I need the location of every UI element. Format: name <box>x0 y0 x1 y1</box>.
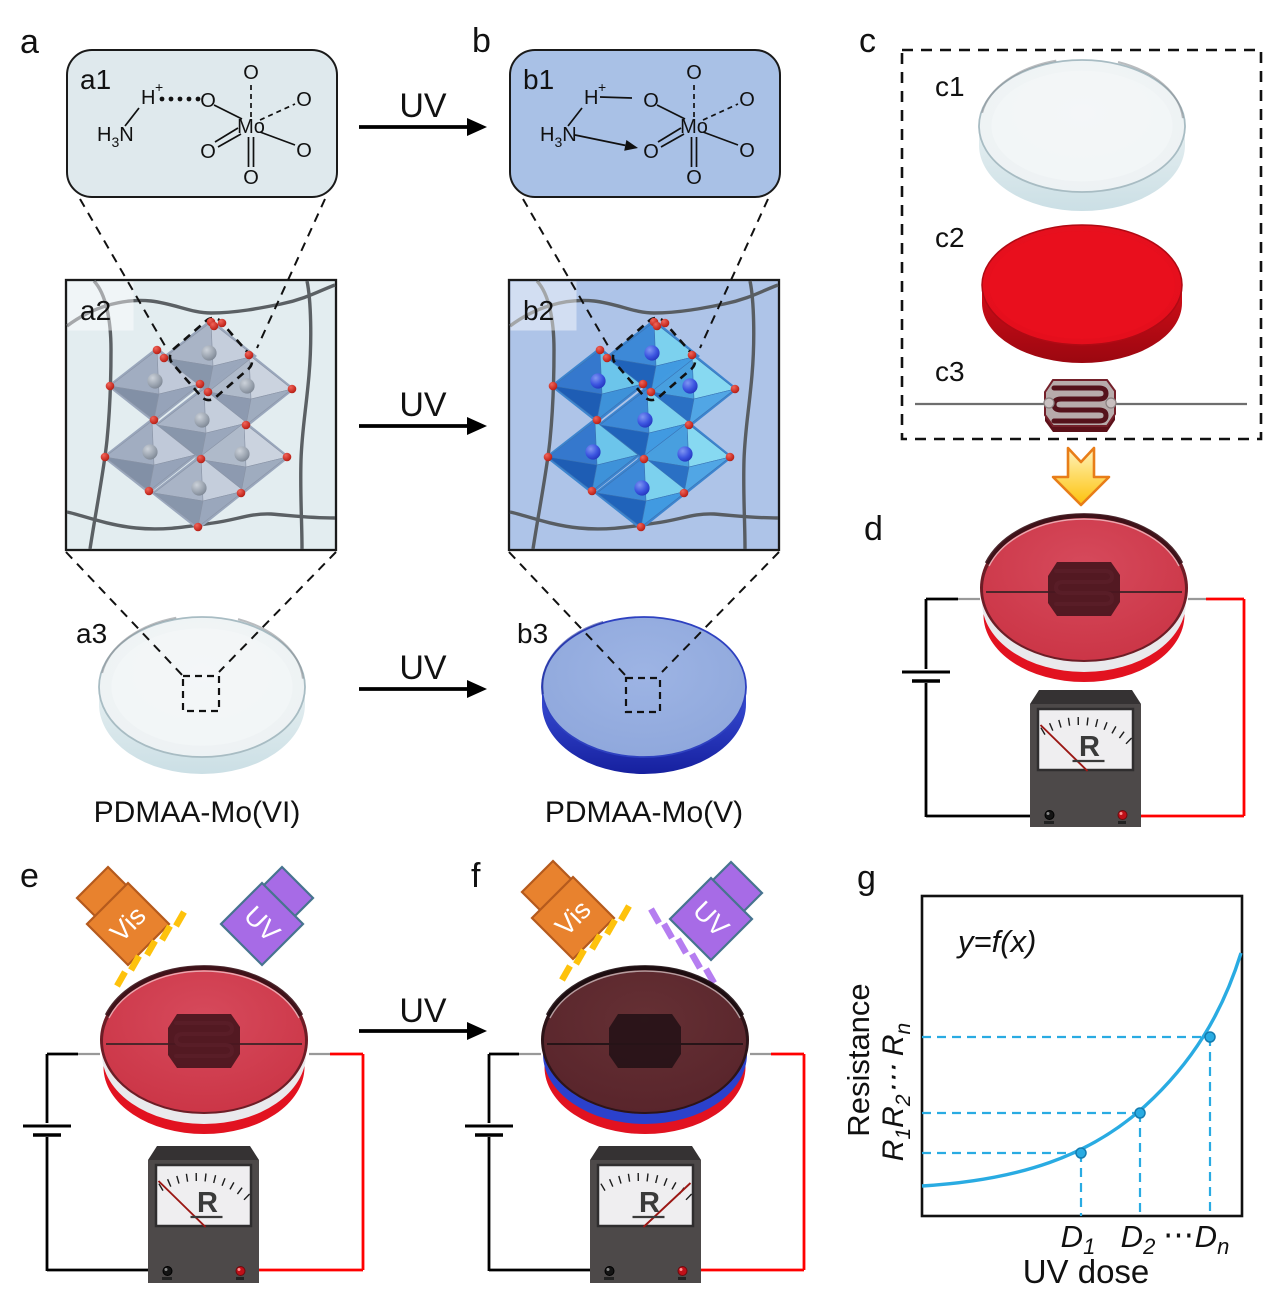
svg-text:R1R2⋯ Rn: R1R2⋯ Rn <box>877 1023 915 1161</box>
svg-text:H: H <box>141 87 155 109</box>
svg-text:O: O <box>200 141 216 163</box>
svg-text:Dn: Dn <box>1195 1219 1230 1259</box>
svg-text:a: a <box>20 23 39 61</box>
svg-text:e: e <box>20 857 39 895</box>
svg-text:PDMAA-Mo(VI): PDMAA-Mo(VI) <box>94 796 301 829</box>
svg-text:c: c <box>859 22 876 60</box>
svg-text:O: O <box>643 90 659 112</box>
svg-text:a1: a1 <box>80 64 111 95</box>
svg-text:UV: UV <box>399 992 447 1030</box>
svg-text:UV: UV <box>399 649 447 687</box>
svg-text:c1: c1 <box>935 71 965 102</box>
svg-text:b2: b2 <box>523 295 554 326</box>
svg-text:c2: c2 <box>935 222 965 253</box>
svg-text:PDMAA-Mo(V): PDMAA-Mo(V) <box>545 796 743 829</box>
svg-text:R: R <box>1079 731 1100 763</box>
svg-text:⋯: ⋯ <box>1163 1217 1194 1252</box>
svg-text:H: H <box>584 87 598 109</box>
svg-text:UV dose: UV dose <box>1023 1253 1150 1290</box>
svg-text:O: O <box>243 167 259 189</box>
svg-text:+: + <box>155 79 163 95</box>
svg-text:O: O <box>243 62 259 84</box>
svg-text:O: O <box>643 141 659 163</box>
svg-text:O: O <box>739 140 755 162</box>
svg-text:+: + <box>598 79 606 95</box>
svg-text:O: O <box>739 89 755 111</box>
svg-text:O: O <box>200 90 216 112</box>
svg-text:d: d <box>864 510 883 548</box>
svg-text:b1: b1 <box>523 64 554 95</box>
svg-text:b: b <box>472 22 491 60</box>
svg-text:f: f <box>471 857 481 895</box>
svg-text:O: O <box>686 62 702 84</box>
svg-text:R: R <box>197 1187 218 1219</box>
svg-text:R: R <box>639 1187 660 1219</box>
svg-text:Resistance: Resistance <box>841 983 876 1136</box>
svg-text:O: O <box>296 140 312 162</box>
svg-text:a2: a2 <box>80 295 111 326</box>
svg-text:c3: c3 <box>935 356 965 387</box>
svg-text:b3: b3 <box>517 618 548 649</box>
svg-text:g: g <box>857 859 876 897</box>
svg-text:y=f(x): y=f(x) <box>956 924 1036 959</box>
svg-text:O: O <box>296 89 312 111</box>
svg-text:UV: UV <box>399 386 447 424</box>
svg-text:UV: UV <box>399 87 447 125</box>
svg-text:a3: a3 <box>76 618 107 649</box>
svg-text:O: O <box>686 167 702 189</box>
